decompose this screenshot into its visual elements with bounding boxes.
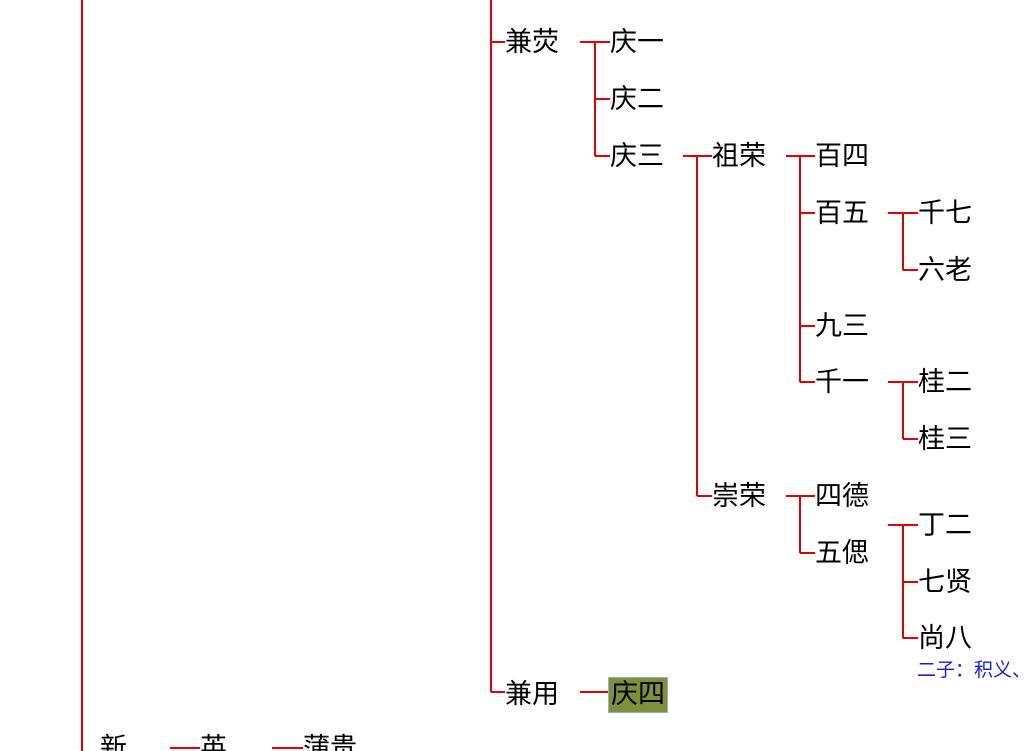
node-bai4[interactable]: 百四 [815, 141, 869, 172]
node-shang8[interactable]: 尚八 [918, 623, 972, 654]
node-xin[interactable]: 新 [100, 733, 127, 751]
node-qing3[interactable]: 庆三 [610, 141, 664, 172]
node-wu-si[interactable]: 五偲 [815, 538, 869, 569]
node-ying[interactable]: 英 [200, 733, 227, 751]
node-zurong[interactable]: 祖荣 [712, 141, 766, 172]
node-gui2[interactable]: 桂二 [918, 367, 972, 398]
node-qian1[interactable]: 千一 [815, 367, 869, 398]
node-qing1[interactable]: 庆一 [610, 27, 664, 58]
node-chongrong[interactable]: 崇荣 [712, 481, 766, 512]
node-qing4[interactable]: 庆四 [608, 677, 668, 713]
node-qian7[interactable]: 千七 [918, 198, 972, 229]
node-jiu3[interactable]: 九三 [815, 311, 869, 342]
node-qixian[interactable]: 七贤 [918, 567, 972, 598]
node-qing2[interactable]: 庆二 [610, 84, 664, 115]
node-liulao[interactable]: 六老 [918, 255, 972, 286]
node-pugui[interactable]: 蒲贵 [303, 733, 357, 751]
node-bai5[interactable]: 百五 [815, 198, 869, 229]
node-jianyong[interactable]: 兼用 [505, 679, 559, 710]
note-shang8-children: 二子：积义、 [917, 659, 1031, 681]
node-si-de[interactable]: 四德 [815, 481, 869, 512]
node-jianying[interactable]: 兼荧 [505, 27, 559, 58]
node-gui3[interactable]: 桂三 [918, 424, 972, 455]
node-ding2[interactable]: 丁二 [918, 510, 972, 541]
